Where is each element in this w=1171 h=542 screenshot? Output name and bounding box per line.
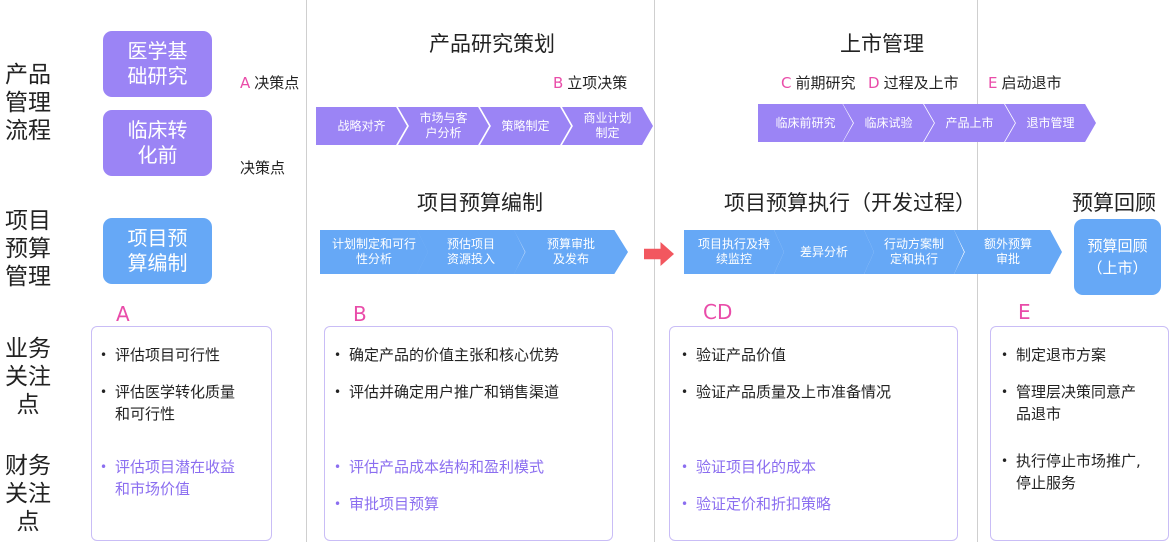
panel-a-business-item: 评估项目可行性 — [100, 344, 270, 366]
stage-clinical-translation: 临床转 化前 — [103, 110, 212, 176]
panel-letter-e: E — [1018, 300, 1031, 324]
chevron-extra-budget-approval: 额外预算 审批 — [954, 230, 1062, 274]
decision-d-letter: D — [868, 74, 880, 92]
chevron-market-customer-analysis: 市场与客 户分析 — [398, 107, 489, 145]
row-label-finance-focus: 财务 关注 点 — [5, 453, 51, 535]
title-budget-prep: 项目预算编制 — [417, 191, 543, 215]
panel-cd-business-item: 验证产品质量及上市准备情况 — [681, 381, 953, 403]
chevron-budget-approval: 预算审批 及发布 — [514, 230, 628, 274]
transition-arrow-icon — [644, 242, 674, 266]
decision-b-text: 立项决策 — [567, 74, 628, 92]
decision-b-letter: B — [553, 74, 564, 92]
decision-d-text: 过程及上市 — [883, 74, 959, 92]
chevron-execution-monitoring: 项目执行及持 续监控 — [684, 230, 784, 274]
title-budget-exec: 项目预算执行（开发过程） — [724, 191, 976, 215]
panel-e-business-item: 管理层决策同意产 品退市 — [1001, 381, 1166, 425]
row-label-product-flow: 产品 管理 流程 — [5, 62, 51, 144]
separator-1 — [306, 0, 307, 542]
decision-c-letter: C — [781, 74, 792, 92]
separator-2 — [654, 0, 655, 542]
chevron-variance-analysis: 差异分析 — [774, 230, 874, 274]
panel-letter-cd: CD — [703, 300, 733, 324]
title-product-planning: 产品研究策划 — [429, 32, 555, 56]
decision-e-letter: E — [988, 74, 998, 92]
decision-plain-text: 决策点 — [240, 159, 286, 177]
decision-c-text: 前期研究 — [795, 74, 856, 92]
panel-b-finance-item: 审批项目预算 — [334, 493, 609, 515]
panel-letter-a: A — [116, 302, 130, 326]
title-budget-review: 预算回顾 — [1072, 191, 1156, 215]
decision-a-text: 决策点 — [254, 74, 300, 92]
chevron-strategy-formulation: 策略制定 — [480, 107, 571, 145]
panel-a-business-item: 评估医学转化质量 和可行性 — [100, 381, 270, 425]
panel-a-finance-item: 评估项目潜在收益 和市场价值 — [100, 456, 270, 500]
panel-cd-finance-item: 验证项目化的成本 — [681, 456, 953, 478]
panel-letter-b: B — [353, 302, 367, 326]
panel-e-business-item: 制定退市方案 — [1001, 344, 1166, 366]
chevron-product-launch: 产品上市 — [924, 104, 1015, 142]
stage-budget-review: 预算回顾 （上市） — [1074, 219, 1161, 295]
panel-b-business-item: 评估并确定用户推广和销售渠道 — [334, 381, 609, 403]
chevron-preclinical-research: 临床前研究 — [758, 104, 853, 142]
stage-med-research: 医学基 础研究 — [103, 31, 212, 97]
row-label-business-focus: 业务 关注 点 — [5, 336, 51, 418]
panel-b-finance-item: 评估产品成本结构和盈利模式 — [334, 456, 609, 478]
panel-b-business-item: 确定产品的价值主张和核心优势 — [334, 344, 609, 366]
title-market-management: 上市管理 — [840, 32, 924, 56]
chevron-business-plan: 商业计划 制定 — [562, 107, 653, 145]
row-label-budget: 项目 预算 管理 — [5, 208, 51, 290]
stage-budget-prep: 项目预 算编制 — [103, 218, 212, 284]
chevron-clinical-trial: 临床试验 — [843, 104, 934, 142]
chevron-strategy-alignment: 战略对齐 — [316, 107, 407, 145]
chevron-action-plan: 行动方案制 定和执行 — [864, 230, 964, 274]
decision-e-text: 启动退市 — [1001, 74, 1062, 92]
panel-cd-business-item: 验证产品价值 — [681, 344, 953, 366]
chevron-resource-estimate: 预估项目 资源投入 — [417, 230, 525, 274]
chevron-market-exit: 退市管理 — [1005, 104, 1096, 142]
panel-e-business-item: 执行停止市场推广, 停止服务 — [1001, 450, 1166, 494]
panel-cd-finance-item: 验证定价和折扣策略 — [681, 493, 953, 515]
decision-plain: 决策点 — [240, 157, 285, 178]
chevron-plan-feasibility: 计划制定和可行 性分析 — [320, 230, 428, 274]
decision-a-letter: A — [240, 74, 251, 92]
